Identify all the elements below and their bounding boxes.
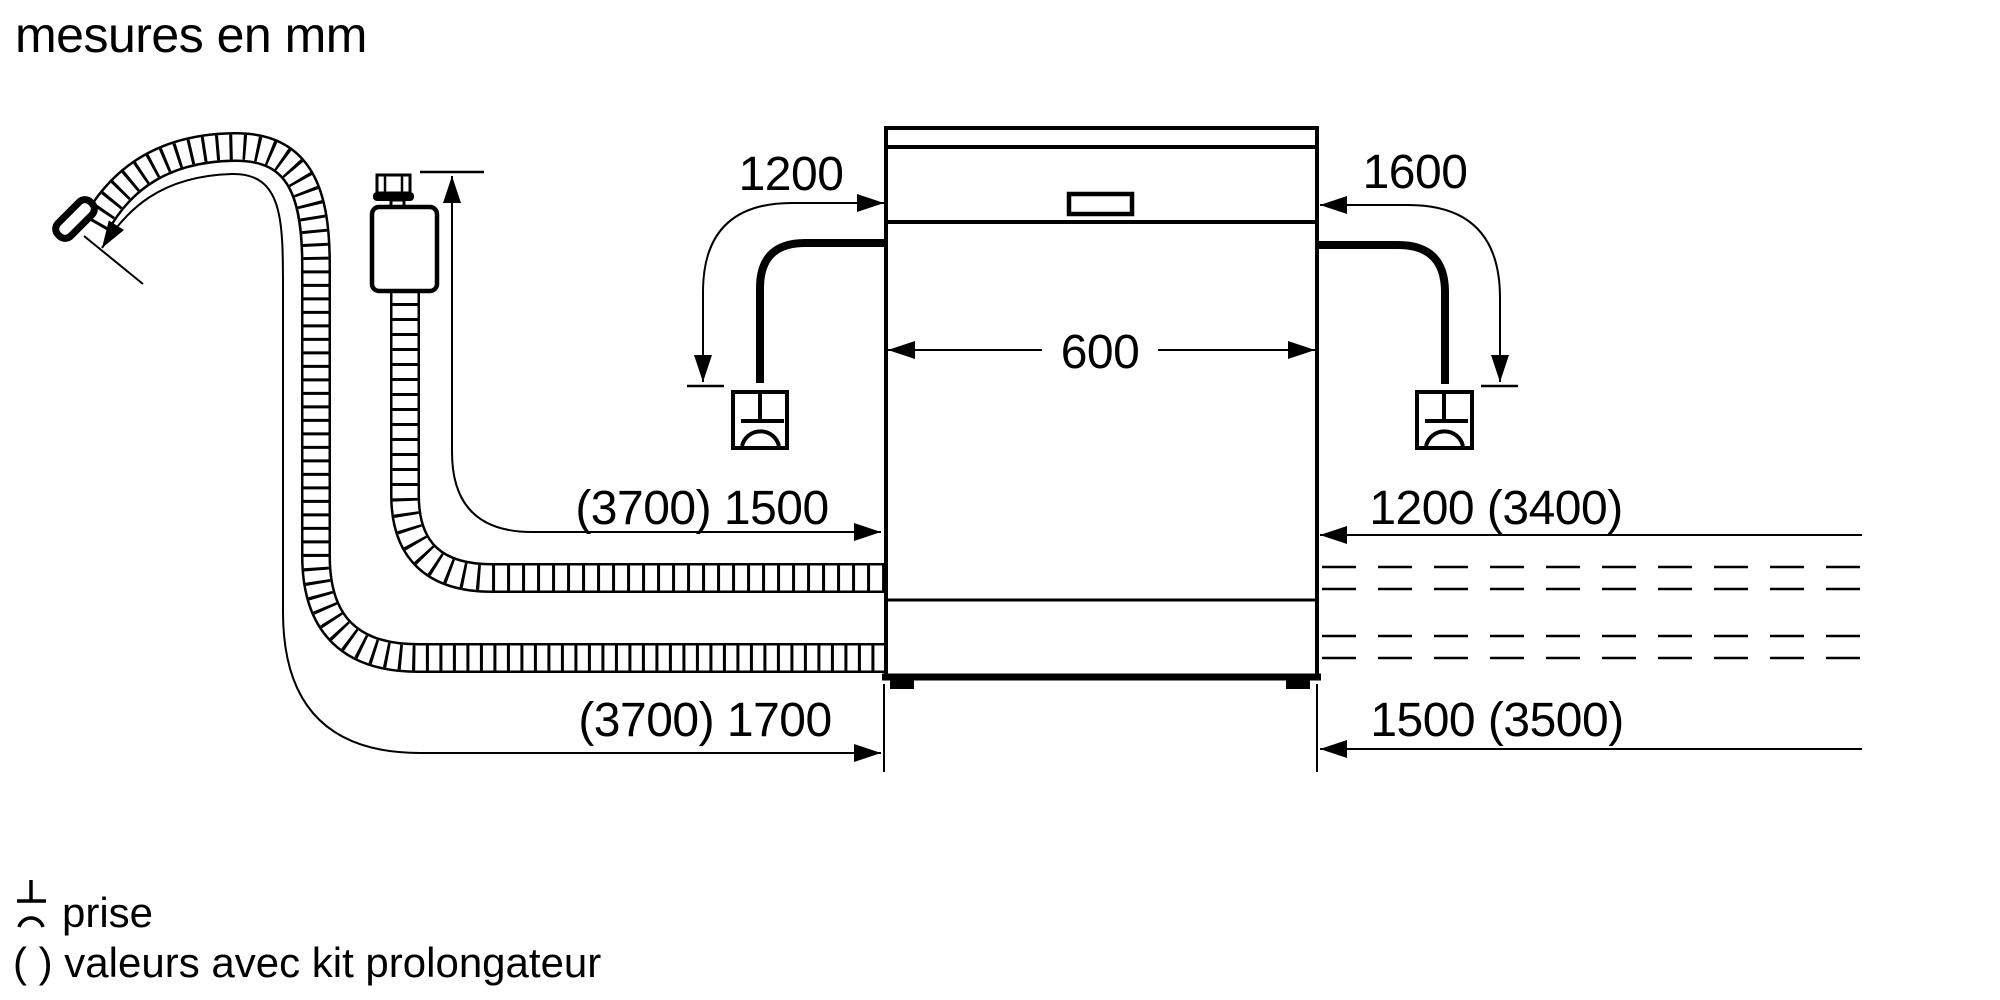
left-socket-symbol [731,390,789,450]
inlet-nut [375,173,412,195]
label-appliance-width: 600 [1061,326,1140,379]
label-right-lower: 1500 (3500) [1370,694,1623,747]
drain-hose-end-cap [52,196,98,242]
right-foot [1286,676,1310,689]
label-right-upper: 1200 (3400) [1369,482,1622,535]
left-foot [890,676,914,689]
label-right-cord: 1600 [1363,146,1468,199]
dimension-inlet-hose [420,170,881,541]
extension-hose-dashed-lines [1322,565,1862,660]
label-inlet-hose: (3700) 1500 [575,482,828,535]
socket-icon [1424,394,1468,447]
page-title: mesures en mm [15,7,367,63]
legend-extension-note: ( ) valeurs avec kit prolongateur [13,939,601,986]
label-drain-hose: (3700) 1700 [578,694,831,747]
aquastop-box [369,204,440,294]
legend-socket-label: prise [62,889,153,936]
left-power-cord [756,239,886,383]
dishwasher-body [882,126,1321,689]
door-handle [1066,191,1135,217]
dimension-right-cord [1320,196,1518,388]
aquastop-connector [369,173,440,294]
right-socket-symbol [1415,390,1474,450]
legend: prise ( ) valeurs avec kit prolongateur [13,880,601,986]
dimension-left-cord [687,194,884,388]
socket-icon [17,880,46,928]
label-left-cord: 1200 [739,148,844,201]
right-power-cord [1317,241,1449,384]
dimension-drain-hose [83,172,881,762]
